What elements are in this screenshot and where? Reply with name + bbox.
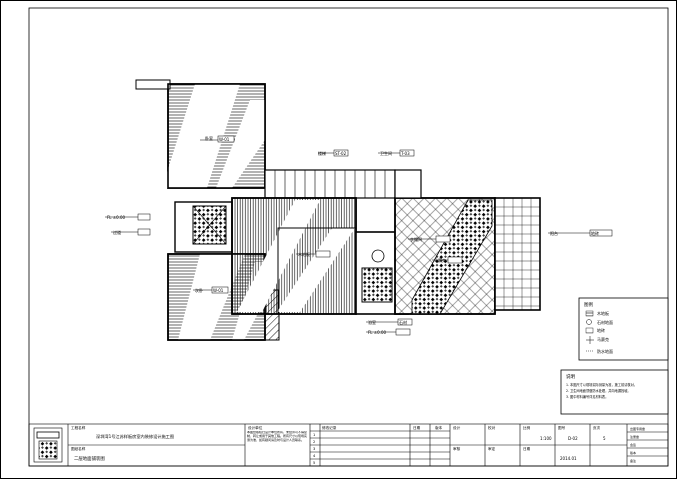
- svg-text:校对: 校对: [488, 425, 496, 430]
- svg-text:卫生间: 卫生间: [380, 150, 392, 156]
- tag-balcony: 阳台 地砖: [548, 229, 613, 237]
- floor-plan: [135, 79, 541, 341]
- svg-text:地砖: 地砖: [597, 327, 605, 333]
- svg-text:备注: 备注: [630, 458, 636, 463]
- company-logo: [33, 427, 63, 463]
- tag-level-bath: FL ±0.00: [366, 328, 411, 336]
- svg-text:3: 3: [313, 447, 315, 451]
- svg-text:卧室: 卧室: [205, 135, 213, 141]
- tag-room-c: 次卧 W-01: [193, 286, 229, 294]
- svg-text:比例: 比例: [523, 425, 531, 430]
- copyright-remark: 本图纸版权归设计单位所有，未经许可不得复制、转让或用于其他工程。所有尺寸以现场实…: [247, 431, 308, 442]
- svg-text:ST-02: ST-02: [335, 151, 347, 156]
- tag-bath-b: 浴室 石材: [366, 318, 413, 326]
- svg-text:设计: 设计: [453, 425, 461, 430]
- svg-text:楼梯: 楼梯: [318, 150, 326, 156]
- svg-text:地砖: 地砖: [591, 230, 599, 236]
- tag-room-a: 卧室 W-01: [200, 135, 235, 143]
- tag-level-left: FL ±0.00: [105, 213, 151, 221]
- highlight-stripe: [162, 84, 240, 188]
- svg-text:出图专用章: 出图专用章: [630, 426, 645, 431]
- svg-text:防水地面: 防水地面: [597, 348, 613, 354]
- svg-text:FL ±0.00: FL ±0.00: [368, 330, 387, 335]
- svg-text:阳台: 阳台: [550, 230, 558, 236]
- date-value: 2014.01: [560, 456, 577, 461]
- svg-text:FL ±0.00: FL ±0.00: [107, 215, 126, 220]
- svg-text:4: 4: [313, 454, 316, 458]
- svg-text:衣帽间: 衣帽间: [410, 236, 422, 242]
- svg-text:会签: 会签: [630, 442, 636, 447]
- sheet-no: 5: [603, 436, 606, 441]
- svg-text:马赛克: 马赛克: [597, 336, 609, 342]
- svg-text:马赛克: 马赛克: [434, 257, 446, 263]
- svg-text:1: 1: [313, 433, 315, 437]
- svg-text:2. 卫生间地面须做防水处理，并向地漏找坡。: 2. 卫生间地面须做防水处理，并向地漏找坡。: [566, 388, 631, 393]
- svg-text:日期: 日期: [523, 446, 531, 451]
- title-block: [28, 423, 669, 467]
- project-label: 工程名称: [71, 425, 86, 430]
- svg-text:审定: 审定: [488, 446, 496, 451]
- svg-text:W-01: W-01: [219, 137, 230, 142]
- svg-text:W-01: W-01: [213, 288, 224, 293]
- svg-text:5: 5: [313, 461, 315, 465]
- tag-stair: 楼梯 ST-02: [318, 149, 349, 157]
- highlight-stripe: [216, 100, 265, 188]
- tag-room-b: 过道: [111, 228, 151, 236]
- tag-bath-a: 卫生间 T-03: [378, 149, 415, 157]
- svg-text:过道: 过道: [113, 229, 121, 235]
- svg-text:石材: 石材: [399, 319, 407, 325]
- svg-text:版本: 版本: [435, 425, 443, 430]
- revision-header: 修改记录: [322, 425, 337, 430]
- svg-text:版本: 版本: [630, 450, 636, 455]
- drawing-label: 图纸名称: [71, 446, 86, 451]
- svg-text:3. 图中材料编号详见材料表。: 3. 图中材料编号详见材料表。: [566, 394, 608, 399]
- company-label: 设计单位: [248, 425, 263, 430]
- svg-text:图号: 图号: [558, 425, 566, 430]
- svg-text:次卧: 次卧: [195, 287, 203, 293]
- plan-title: 二层地面铺装图: [74, 455, 105, 462]
- svg-text:浴室: 浴室: [368, 319, 376, 325]
- callout-tags: 卧室 W-01 楼梯 ST-02 卫生间 T-03 FL ±0.00 过道 次卧 W-0…: [105, 135, 613, 336]
- svg-text:木地板: 木地板: [298, 251, 310, 257]
- tag-mosaic: 马赛克: [432, 256, 463, 264]
- project-name: 深圳湾1号江苏样板房室内装修设计施工图: [96, 433, 174, 440]
- svg-text:审核: 审核: [453, 446, 461, 451]
- svg-text:1. 本图尺寸以现场实际测量为准，施工前请核对。: 1. 本图尺寸以现场实际测量为准，施工前请核对。: [566, 382, 637, 387]
- svg-text:木地板: 木地板: [597, 310, 609, 316]
- svg-text:日期: 日期: [413, 425, 421, 430]
- wall: [135, 79, 171, 90]
- balcony-floor: [494, 197, 541, 311]
- svg-text:页次: 页次: [593, 425, 601, 430]
- svg-text:2: 2: [313, 440, 315, 444]
- svg-text:注册章: 注册章: [630, 434, 639, 439]
- legend: 图例 木地板 石材地面 地砖 马赛克 防水地面: [578, 297, 669, 361]
- notes: 说明 1. 本图尺寸以现场实际测量为准，施工前请核对。 2. 卫生间地面须做防水…: [560, 369, 669, 415]
- svg-text:石材地面: 石材地面: [597, 319, 613, 325]
- svg-text:说明: 说明: [566, 373, 575, 380]
- drawing-no: D-02: [568, 436, 578, 441]
- tag-wood: 木地板: [296, 250, 331, 258]
- tag-closet: 衣帽间: [408, 235, 451, 243]
- scale-value: 1:100: [540, 436, 552, 441]
- svg-text:T-03: T-03: [400, 151, 410, 156]
- stair: [264, 169, 396, 199]
- legend-title: 图例: [584, 301, 593, 308]
